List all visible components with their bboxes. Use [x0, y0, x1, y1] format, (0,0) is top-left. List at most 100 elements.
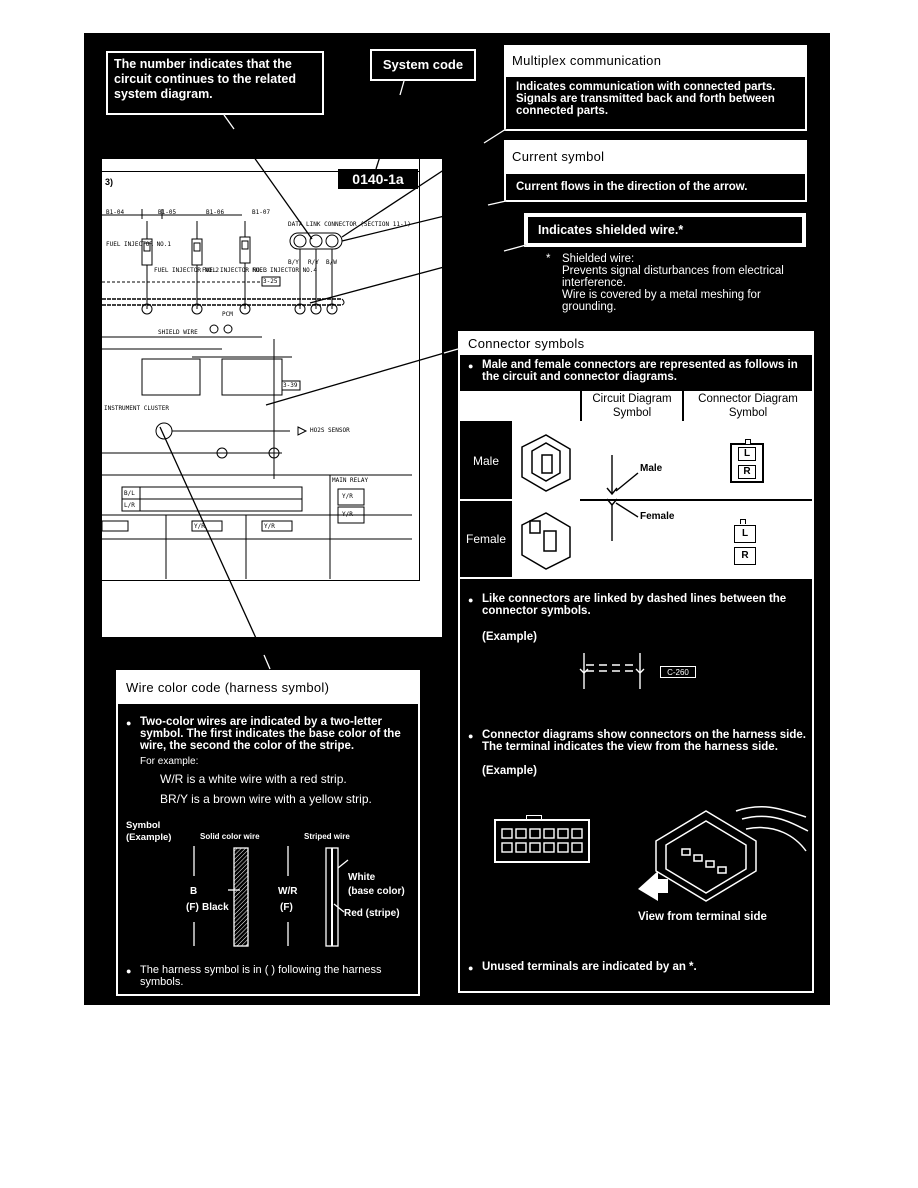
injector-1: FUEL INJECTOR NO.1	[106, 241, 172, 248]
ref-code: C-260	[667, 668, 689, 677]
red-label: Red (stripe)	[344, 908, 400, 919]
circuit-number-text: The number indicates that the circuit co…	[114, 57, 296, 101]
circuit-number-callout: The number indicates that the circuit co…	[106, 51, 324, 115]
wire-intro: Two-color wires are indicated by a two-l…	[126, 716, 420, 752]
sensor-label: HO2S SENSOR	[310, 427, 350, 434]
connector-id-3: B1-06	[206, 209, 225, 216]
circuit-male-female-symbol	[606, 455, 639, 541]
harness-footer: The harness symbol is in ( ) following t…	[126, 964, 390, 988]
ref-code-box: C-260	[660, 666, 696, 678]
injector-4: FUEL INJECTOR NO.4	[252, 267, 318, 274]
col-circuit: Circuit Diagram Symbol	[592, 393, 672, 419]
connector-intro: Male and female connectors are represent…	[468, 359, 812, 383]
wire-color-title: Wire color code (harness symbol)	[118, 672, 418, 704]
terminal-cell	[571, 828, 583, 839]
multiplex-body: Indicates communication with connected p…	[504, 77, 807, 131]
female-pointer-label: Female	[640, 511, 675, 522]
grid-val-2: Y/R	[342, 511, 353, 518]
row-female: Female	[465, 532, 506, 546]
male-pointer-label: Male	[640, 463, 663, 474]
wire-example-drawing	[193, 846, 349, 947]
grid-val-6: Y/R	[264, 523, 275, 530]
female-connector-diagram: L R	[732, 519, 762, 567]
wiring-diagram-panel: 3) 0140-1a	[102, 159, 444, 639]
connector-table: Circuit Diagram Symbol Connector Diagram…	[460, 391, 812, 577]
solid-color: Black	[202, 902, 229, 913]
terminal-cell	[501, 828, 513, 839]
terminal-cell	[557, 828, 569, 839]
terminal-cell	[515, 842, 527, 853]
terminal-view-diagram	[494, 815, 590, 863]
solid-code: B	[190, 886, 198, 897]
base-color-label: (base color)	[348, 886, 405, 897]
white-label: White	[348, 872, 376, 883]
page-frame: 3) 0140-1a	[84, 33, 830, 1005]
striped-label: Striped wire	[304, 832, 350, 841]
female-pin-L: L	[734, 525, 756, 543]
terminal-cell	[501, 842, 513, 853]
terminal-cell	[529, 828, 541, 839]
grid-val-5: Y/R	[194, 523, 205, 530]
grid-val-3: B/L	[124, 490, 135, 497]
multiplex-callout: Multiplex communication Indicates commun…	[504, 45, 807, 131]
for-example: For example:	[140, 756, 199, 767]
circuit-drawing	[102, 209, 412, 579]
system-code-callout-text: System code	[382, 57, 464, 72]
terminal-cell	[529, 842, 541, 853]
striped-harness: (F)	[280, 902, 293, 913]
current-body: Current flows in the direction of the ar…	[504, 174, 807, 202]
shielded-callout: Indicates shielded wire.*	[524, 213, 806, 247]
terminal-cell	[515, 828, 527, 839]
system-code-callout: System code	[370, 49, 476, 81]
current-title: Current symbol	[504, 140, 807, 174]
shielded-star: *	[546, 253, 551, 265]
current-callout: Current symbol Current flows in the dire…	[504, 140, 807, 202]
dashed-note: Like connectors are linked by dashed lin…	[468, 593, 802, 617]
connector-id-1: B1-04	[106, 209, 125, 216]
shielded-title: Indicates shielded wire.*	[528, 217, 802, 243]
male-pin-L: L	[738, 447, 756, 461]
grid-val-1: Y/R	[342, 493, 353, 500]
symbol-label: Symbol	[126, 820, 161, 831]
terminal-cell	[543, 828, 555, 839]
connector-photo	[638, 806, 809, 902]
striped-code: W/R	[278, 886, 298, 897]
unused-note: Unused terminals are indicated by an *.	[468, 961, 812, 974]
connector-symbols-panel: Connector symbols Male and female connec…	[458, 331, 814, 993]
injector-3: FUEL INJECTOR NO.3	[202, 267, 268, 274]
solid-harness: (F)	[186, 902, 199, 913]
shielded-line-2: Prevents signal disturbances from electr…	[562, 265, 784, 289]
dashed-link-example	[579, 653, 645, 689]
instrument-cluster-label: INSTRUMENT CLUSTER	[104, 405, 170, 412]
row-male: Male	[472, 454, 499, 468]
shield-wire-label: SHIELD WIRE	[158, 329, 198, 336]
terminal-cell	[557, 842, 569, 853]
ecm-label: PCM	[222, 311, 233, 318]
injector-2: FUEL INJECTOR NO.2	[154, 267, 220, 274]
example-bry: BR/Y is a brown wire with a yellow strip…	[160, 792, 372, 806]
wire-code-c: B/W	[326, 259, 337, 266]
ref-box-1: 3-25	[263, 278, 278, 285]
female-connector-image	[521, 512, 571, 570]
connector-id-4: B1-07	[252, 209, 271, 216]
shielded-line-1: Shielded wire:	[562, 253, 635, 265]
female-pin-R: R	[734, 547, 756, 565]
ref-box-2: 3-39	[283, 382, 298, 389]
col-connector: Connector Diagram Symbol	[698, 393, 798, 419]
example-wr: W/R is a white wire with a red strip.	[160, 772, 347, 786]
male-pin-R: R	[738, 465, 756, 479]
data-link-label: DATA LINK CONNECTOR (SECTION 11-1)	[288, 221, 411, 228]
connector-id-2: B1-05	[158, 209, 177, 216]
page-prefix: 3)	[105, 177, 114, 187]
terminal-grid	[501, 828, 583, 853]
wire-code-b: R/Y	[308, 259, 319, 266]
example-2: (Example)	[482, 765, 537, 777]
multiplex-title: Multiplex communication	[504, 45, 807, 77]
terminal-cell	[543, 842, 555, 853]
shielded-line-3: Wire is covered by a metal meshing for g…	[562, 289, 761, 313]
view-arrow-icon	[638, 871, 668, 901]
wire-code-a: B/Y	[288, 259, 299, 266]
harness-note: Connector diagrams show connectors on th…	[468, 729, 818, 753]
solid-label: Solid color wire	[200, 832, 260, 841]
connector-title: Connector symbols	[460, 333, 812, 355]
